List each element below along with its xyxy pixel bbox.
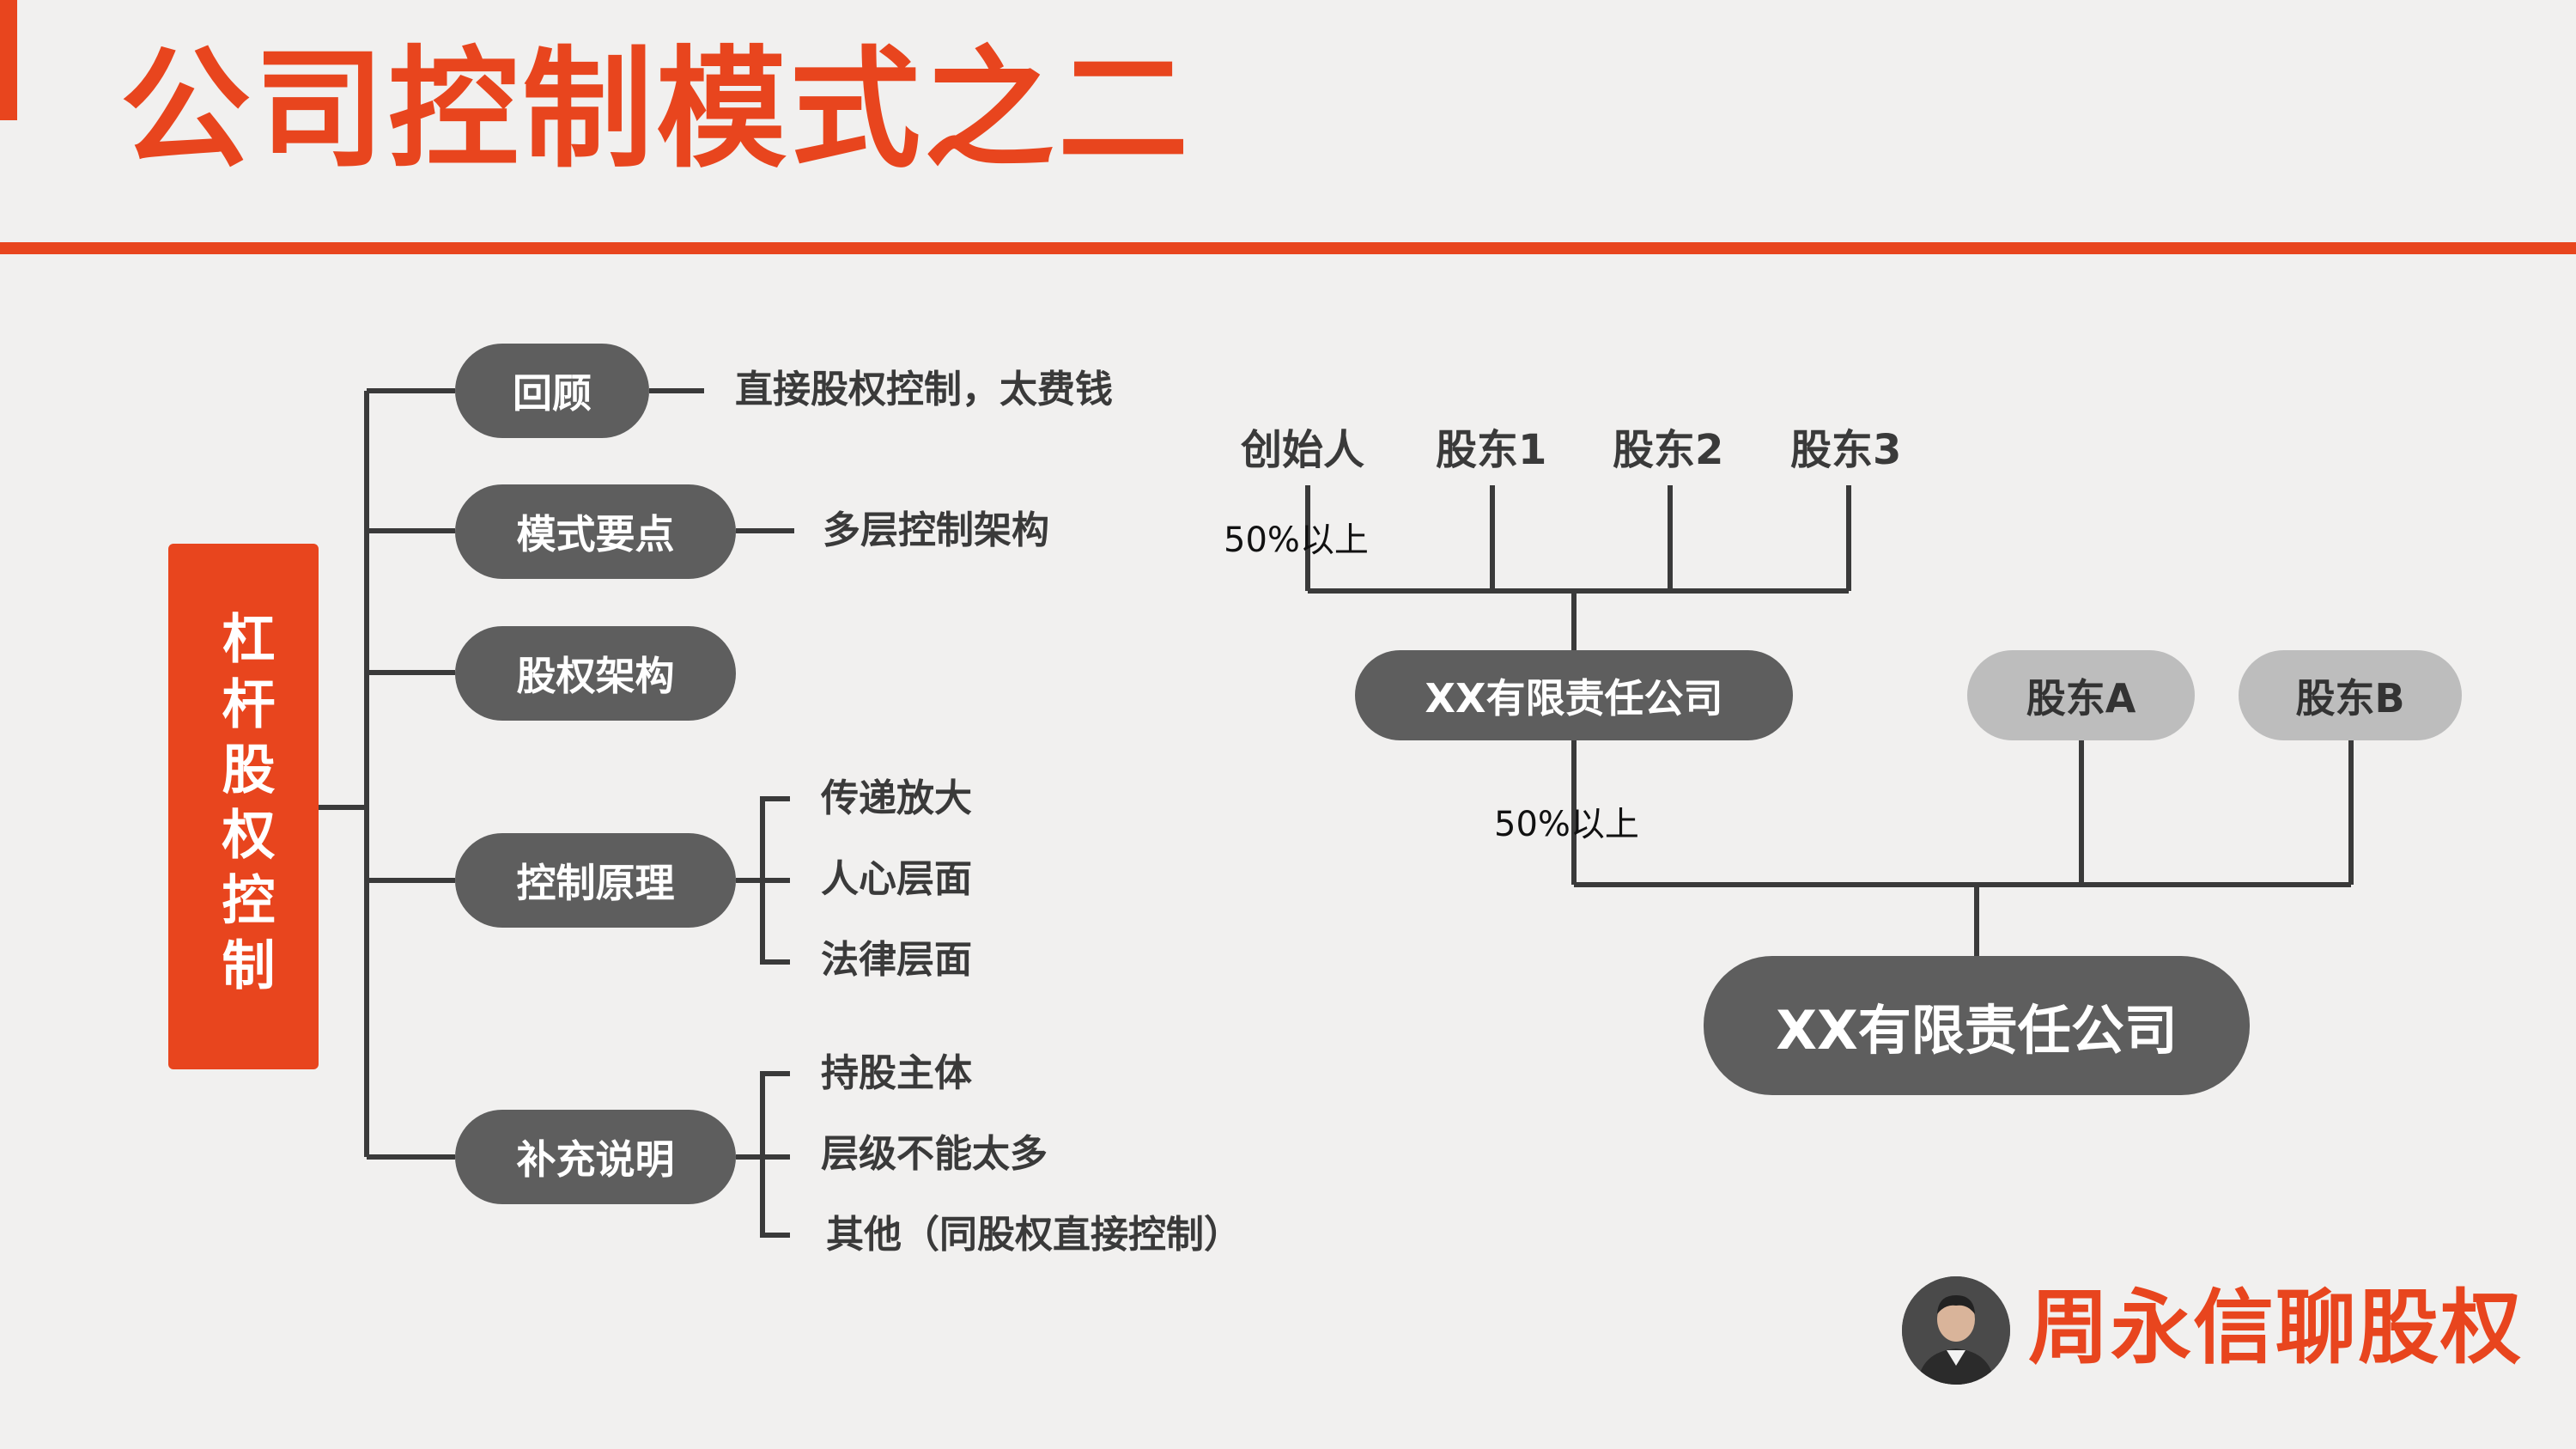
corner-accent-bar (0, 0, 17, 120)
person-icon (1902, 1276, 2010, 1385)
detail-principle-amplify: 传递放大 (821, 776, 972, 820)
shareholder-2: 股东2 (1613, 426, 1724, 474)
mindmap-root-node: 杠杆股权控制 (168, 544, 319, 1069)
detail-supplement-other: 其他（同股权直接控制） (826, 1213, 1242, 1257)
ratio-label-mid: 50%以上 (1494, 805, 1639, 844)
branch-node-control-principle: 控制原理 (455, 833, 736, 928)
shareholder-b-node: 股东B (2239, 650, 2462, 740)
branch-label: 股权架构 (516, 653, 675, 699)
shareholder-label: 股东A (2026, 674, 2136, 721)
branch-node-equity-structure: 股权架构 (455, 626, 736, 721)
shareholder-a-node: 股东A (1967, 650, 2195, 740)
branch-node-mode-points: 模式要点 (455, 484, 736, 579)
branch-label: 控制原理 (516, 860, 675, 906)
mindmap-root-label: 杠杆股权控制 (212, 611, 276, 1002)
title-divider (0, 242, 2576, 254)
author-avatar (1902, 1276, 2010, 1385)
detail-supplement-levels: 层级不能太多 (821, 1132, 1048, 1176)
branch-label: 补充说明 (516, 1136, 675, 1183)
company-label: XX有限责任公司 (1776, 999, 2178, 1062)
mid-company-node: XX有限责任公司 (1355, 650, 1793, 740)
bottom-company-node: XX有限责任公司 (1704, 956, 2250, 1095)
shareholder-label: 股东B (2295, 674, 2405, 721)
ratio-label-top: 50%以上 (1224, 521, 1369, 560)
shareholder-1: 股东1 (1436, 426, 1547, 474)
shareholder-3: 股东3 (1790, 426, 1902, 474)
company-label: XX有限责任公司 (1425, 674, 1723, 721)
branch-node-supplement: 补充说明 (455, 1110, 736, 1204)
detail-mode-points: 多层控制架构 (823, 508, 1049, 552)
branch-label: 回顾 (513, 370, 592, 417)
branch-label: 模式要点 (516, 511, 675, 557)
detail-supplement-holder: 持股主体 (821, 1051, 972, 1095)
branch-node-review: 回顾 (455, 344, 649, 438)
detail-principle-legal: 法律层面 (821, 938, 972, 982)
page-title: 公司控制模式之二 (120, 33, 1192, 186)
shareholder-founder: 创始人 (1241, 426, 1365, 474)
detail-review: 直接股权控制，太费钱 (735, 368, 1113, 411)
brand-name: 周永信聊股权 (2028, 1282, 2524, 1375)
detail-principle-human: 人心层面 (821, 857, 972, 901)
